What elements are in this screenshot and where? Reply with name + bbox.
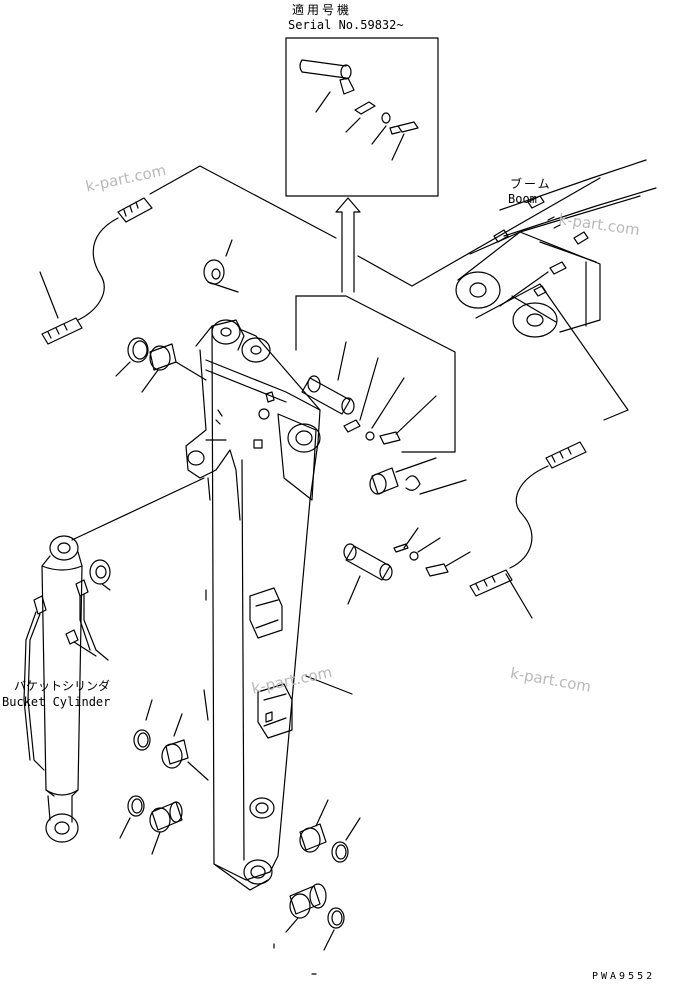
inset-title-jp: 適用号機	[292, 3, 353, 17]
bucket-cylinder	[24, 536, 108, 842]
bucket-cylinder-label-en: Bucket Cylinder	[2, 695, 111, 709]
right-parts	[274, 342, 470, 974]
up-arrow	[336, 198, 360, 292]
figure-code: PWA9552	[592, 971, 656, 982]
left-parts	[90, 240, 238, 854]
arm-body	[186, 320, 352, 890]
bucket-cylinder-label-jp: バケットシリンダ	[14, 679, 111, 693]
boom-label-jp: ブーム	[510, 177, 552, 191]
hose-left	[40, 198, 152, 344]
boom-label-en: Boom	[508, 192, 537, 206]
boom	[456, 160, 656, 337]
hose-right	[470, 442, 586, 618]
serial-inset-box	[286, 38, 438, 196]
inset-serial-number: Serial No.59832~	[288, 18, 404, 32]
guide-lines	[72, 166, 628, 540]
